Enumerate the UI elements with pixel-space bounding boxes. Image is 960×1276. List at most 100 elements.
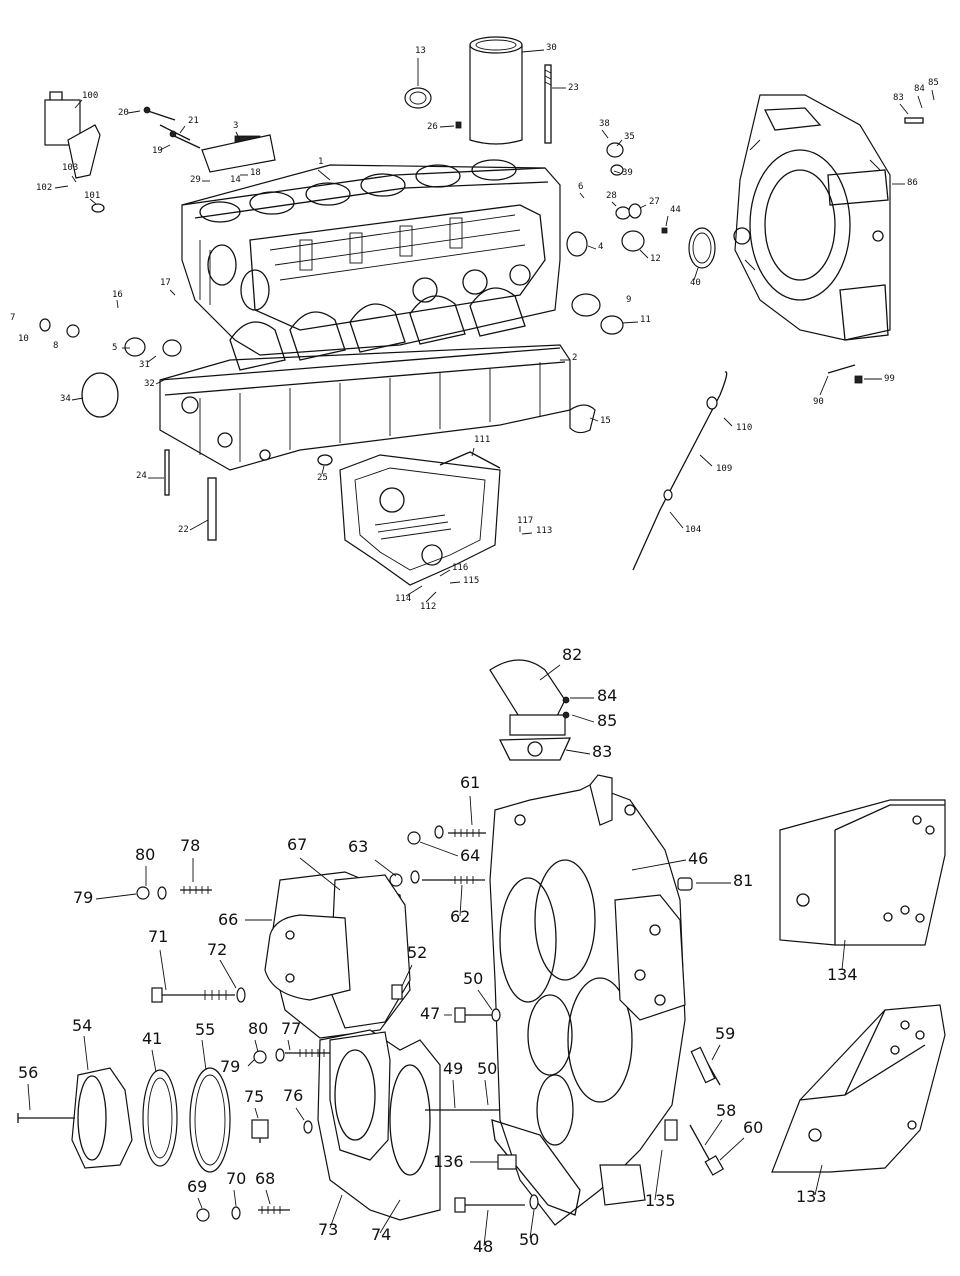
bottom-leader-50	[484, 1079, 489, 1106]
top-leader-30	[521, 49, 545, 53]
top-label-85: 85	[928, 78, 939, 88]
bottom-leader-46	[631, 859, 687, 871]
bottom-label-70: 70	[226, 1169, 246, 1188]
bracket-133	[771, 1004, 946, 1173]
water-outlet-82	[489, 659, 572, 761]
bottom-label-78: 78	[180, 836, 200, 855]
bottom-leader-67	[299, 857, 341, 891]
bottom-label-68: 68	[255, 1169, 275, 1188]
top-leader-25	[321, 465, 325, 475]
top-leader-27	[639, 204, 647, 209]
top-label-100: 100	[82, 91, 98, 101]
bottom-leader-71	[159, 949, 167, 991]
bottom-label-136: 136	[433, 1152, 464, 1171]
bottom-label-49: 49	[443, 1059, 463, 1078]
bottom-leader-49	[452, 1079, 456, 1109]
bottom-leader-79	[247, 1059, 255, 1067]
top-leader-114	[405, 585, 423, 597]
top-label-17: 17	[160, 278, 171, 288]
bottom-label-71: 71	[148, 927, 168, 946]
bottom-label-135: 135	[645, 1191, 676, 1210]
top-leader-26	[439, 125, 455, 128]
bottom-label-74: 74	[371, 1225, 391, 1244]
bottom-leader-52	[401, 964, 413, 987]
plug-13-top	[404, 87, 432, 109]
top-label-20: 20	[118, 108, 129, 118]
top-label-32: 32	[144, 379, 155, 389]
top-label-115: 115	[463, 576, 479, 586]
top-label-90: 90	[813, 397, 824, 407]
bottom-label-75: 75	[244, 1087, 264, 1106]
top-label-101: 101	[84, 191, 100, 201]
top-leader-32	[155, 379, 165, 385]
bottom-label-79: 79	[73, 888, 93, 907]
top-label-16: 16	[112, 290, 123, 300]
bracket-134	[779, 799, 946, 946]
top-label-9: 9	[626, 295, 631, 305]
top-label-112: 112	[420, 602, 436, 612]
cylinder-block	[181, 159, 561, 356]
top-label-5: 5	[112, 343, 117, 353]
top-leader-115	[449, 581, 461, 584]
top-label-27: 27	[649, 197, 660, 207]
stud-23	[544, 64, 552, 144]
top-leader-17	[169, 289, 176, 296]
bottom-label-41: 41	[142, 1029, 162, 1048]
top-label-3: 3	[233, 121, 238, 131]
top-label-109: 109	[716, 464, 732, 474]
top-label-111: 111	[474, 435, 490, 445]
seal-41	[142, 1069, 178, 1167]
bottom-label-61: 61	[460, 773, 480, 792]
gasket-55	[189, 1067, 231, 1173]
top-label-2: 2	[572, 353, 577, 363]
bottom-leader-83	[565, 749, 591, 755]
bottom-label-59: 59	[715, 1024, 735, 1043]
top-label-14: 14	[230, 175, 241, 185]
top-leader-116	[439, 569, 451, 577]
bottom-leader-63	[374, 859, 397, 877]
top-leader-34	[71, 397, 84, 401]
dipstick	[632, 394, 721, 571]
top-label-1: 1	[318, 157, 323, 167]
bottom-label-47: 47	[420, 1004, 440, 1023]
top-leader-35	[616, 139, 623, 147]
bottom-leader-134	[841, 939, 846, 971]
bottom-label-58: 58	[716, 1101, 736, 1120]
bottom-leader-60	[719, 1137, 745, 1161]
top-leader-3	[235, 131, 241, 141]
bottom-leader-50	[477, 989, 493, 1011]
bottom-label-62: 62	[450, 907, 470, 926]
top-leader-15	[589, 417, 599, 422]
bottom-label-134: 134	[827, 965, 858, 984]
top-label-30: 30	[546, 43, 557, 53]
top-leader-21	[179, 125, 186, 134]
top-leader-31	[147, 355, 157, 363]
top-leader-4	[587, 245, 597, 250]
timing-gear-housing-46	[489, 774, 686, 1226]
top-label-12: 12	[650, 254, 661, 264]
bottom-leader-77	[287, 1039, 291, 1051]
top-leader-90	[819, 375, 829, 396]
bottom-leader-75	[254, 1107, 259, 1119]
top-label-114: 114	[395, 594, 411, 604]
top-leader-12	[639, 249, 649, 259]
top-label-22: 22	[178, 525, 189, 535]
bottom-label-84: 84	[597, 686, 617, 705]
bottom-label-80: 80	[135, 845, 155, 864]
bolt-56	[17, 1113, 75, 1123]
top-leader-83	[899, 103, 909, 115]
top-leader-40	[693, 267, 699, 281]
top-label-24: 24	[136, 471, 147, 481]
top-label-104: 104	[685, 525, 701, 535]
top-leader-11	[621, 321, 639, 324]
bottom-leader-62	[459, 884, 463, 917]
top-label-26: 26	[427, 122, 438, 132]
top-leader-112	[425, 591, 437, 603]
bottom-label-63: 63	[348, 837, 368, 856]
top-leader-103	[71, 175, 77, 183]
top-label-35: 35	[624, 132, 635, 142]
top-leader-110	[723, 417, 733, 427]
bottom-leader-41	[151, 1049, 157, 1073]
bottom-leader-74	[379, 1199, 401, 1234]
